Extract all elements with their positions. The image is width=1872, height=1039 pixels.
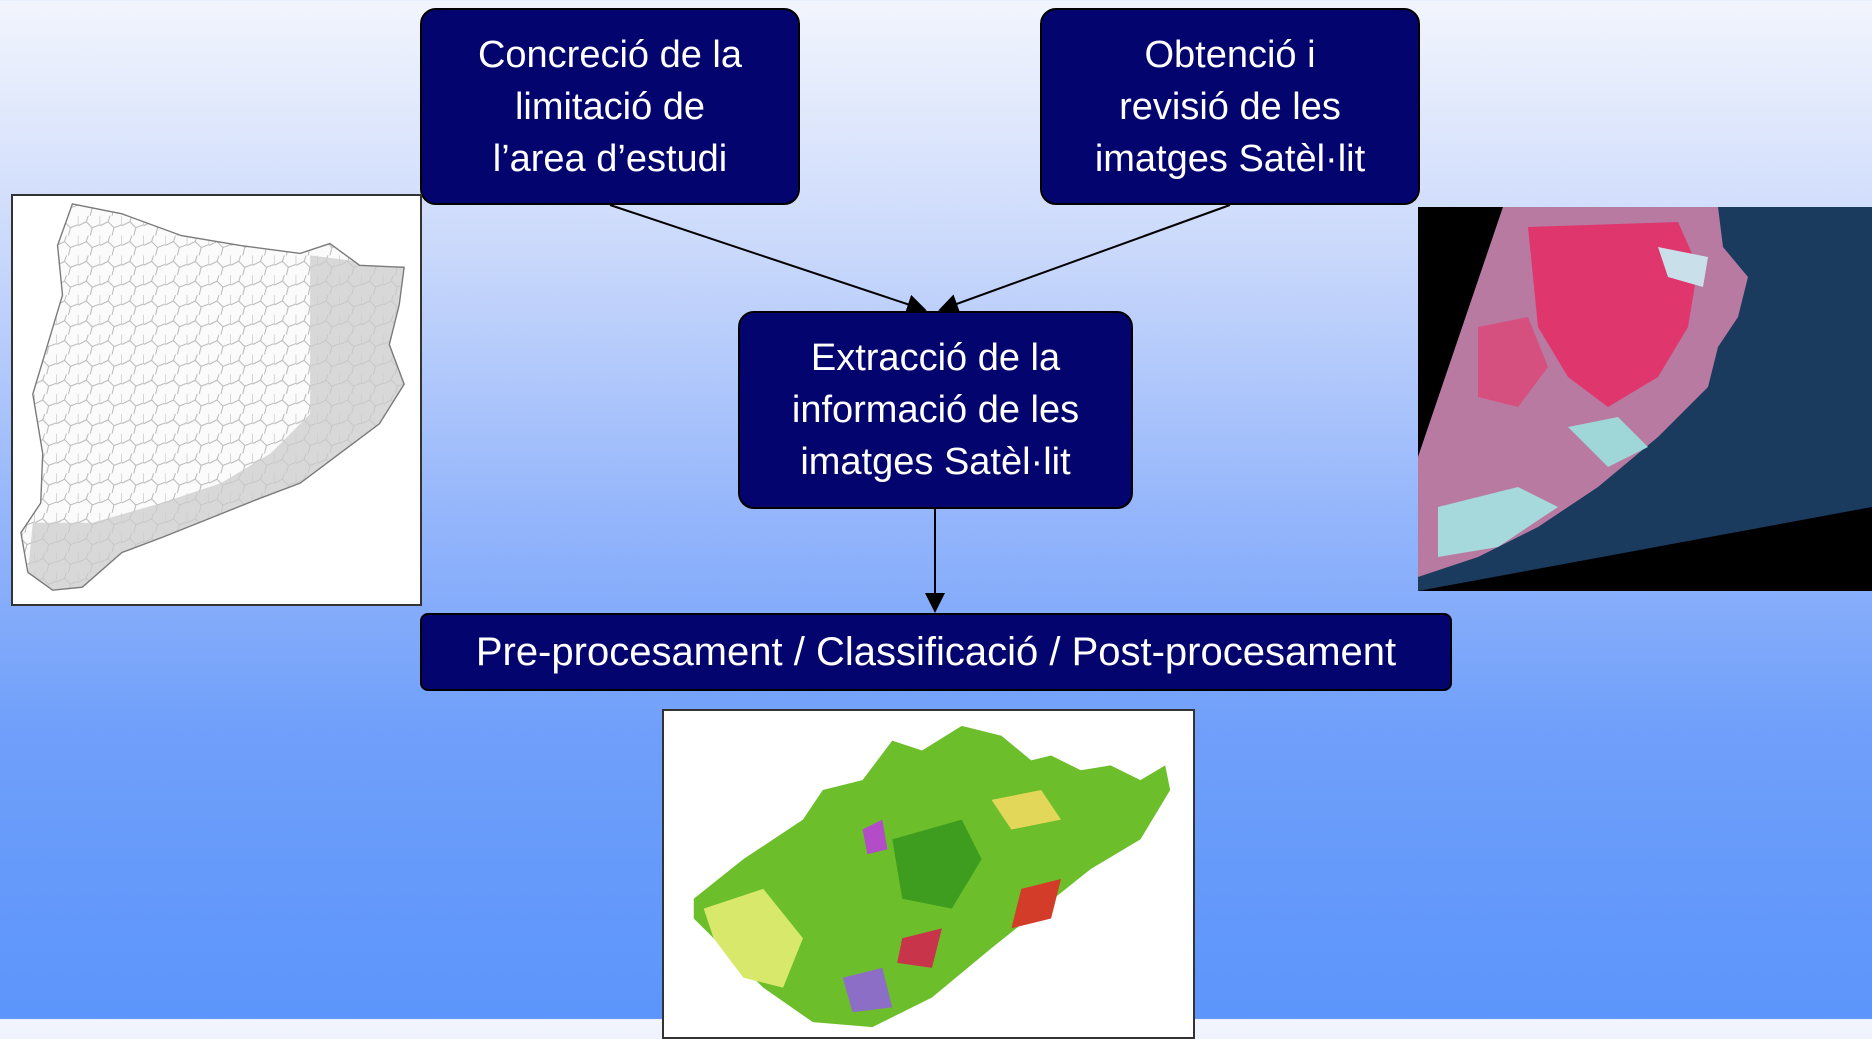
image-acquisition-line-1: Obtenció i — [1144, 33, 1316, 76]
study-area-line-1: Concreció de la — [477, 33, 743, 76]
image-acquisition-line-2: revisió de les — [1119, 85, 1341, 128]
information-extraction-line-3: imatges Satèl·lit — [800, 441, 1071, 483]
processing-box: Pre-procesament / Classificació / Post-p… — [420, 613, 1452, 691]
image-acquisition-box: Obtenció i revisió de les imatges Satèl·… — [1040, 8, 1420, 205]
study-area-box: Concreció de la limitació de l’area d’es… — [420, 8, 800, 205]
study-area-line-3: l’area d’estudi — [492, 137, 728, 180]
image-acquisition-line-3: imatges Satèl·lit — [1094, 137, 1366, 180]
land-cover-classification-map — [662, 709, 1195, 1039]
information-extraction-line-1: Extracció de la — [810, 337, 1061, 379]
study-area-line-2: limitació de — [514, 85, 706, 128]
information-extraction-line-2: informació de les — [791, 389, 1080, 431]
processing-label: Pre-procesament / Classificació / Post-p… — [475, 630, 1397, 674]
arrow-obtencio-to-extraccio — [938, 204, 1231, 314]
catalonia-municipalities-map — [11, 194, 422, 606]
information-extraction-box: Extracció de la informació de les imatge… — [738, 311, 1133, 509]
arrow-area-to-extraccio — [609, 204, 927, 314]
false-color-satellite-image — [1418, 207, 1872, 591]
